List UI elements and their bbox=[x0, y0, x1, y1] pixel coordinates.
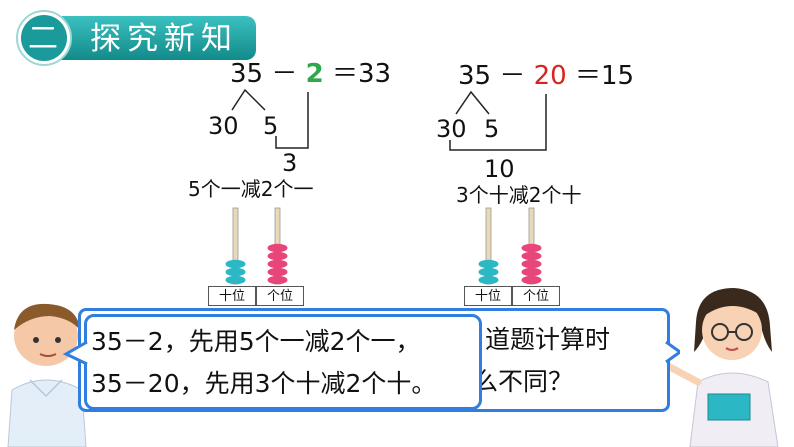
right-equation: 35 － 20 ＝15 bbox=[458, 62, 634, 90]
right-abacus bbox=[478, 207, 542, 285]
right-ones-label: 个位 bbox=[512, 286, 560, 306]
bubble-front-line2: 35－20，先用3个十减2个十。 bbox=[91, 369, 437, 398]
left-subtrahend: 2 bbox=[305, 59, 324, 89]
right-partial-result: 10 bbox=[484, 155, 515, 183]
left-tens-label: 十位 bbox=[208, 286, 256, 306]
left-abacus bbox=[225, 207, 288, 285]
right-subtrahend: 20 bbox=[533, 61, 567, 91]
left-minuend: 35 bbox=[230, 59, 264, 89]
right-minus: － bbox=[499, 61, 526, 91]
bubble-back-tail bbox=[665, 340, 680, 364]
right-result: 15 bbox=[601, 61, 635, 91]
left-ones-beads bbox=[267, 243, 288, 285]
left-tens-beads bbox=[225, 259, 246, 285]
boy-illustration bbox=[7, 303, 87, 447]
right-split-tens: 30 bbox=[436, 115, 467, 143]
girl-illustration bbox=[668, 288, 779, 447]
right-tens-beads bbox=[478, 259, 499, 285]
speech-bubble-front: 35－2，先用5个一减2个一， 35－20，先用3个十减2个十。 bbox=[84, 314, 482, 410]
left-split-ones: 5 bbox=[263, 112, 279, 140]
left-ones-label: 个位 bbox=[256, 286, 304, 306]
section-number: 二 bbox=[28, 21, 58, 56]
left-partial-result: 3 bbox=[282, 149, 298, 177]
bubble-back-line1: 道题计算时 bbox=[485, 325, 611, 354]
right-split-ones: 5 bbox=[484, 115, 500, 143]
right-equals: ＝ bbox=[575, 61, 602, 91]
left-equals: ＝ bbox=[332, 59, 359, 89]
left-equation: 35 － 2 ＝33 bbox=[230, 60, 391, 88]
left-split-tens: 30 bbox=[208, 112, 239, 140]
bubble-front-tail bbox=[62, 340, 88, 366]
left-result: 33 bbox=[358, 59, 392, 89]
left-minus: － bbox=[271, 59, 298, 89]
left-caption: 5个一减2个一 bbox=[188, 177, 314, 201]
right-tens-label: 十位 bbox=[464, 286, 512, 306]
right-minuend: 35 bbox=[458, 61, 492, 91]
section-title: 探究新知 bbox=[90, 21, 238, 57]
header-banner-shape bbox=[16, 10, 256, 66]
bubble-front-line1: 35－2，先用5个一减2个一， bbox=[91, 327, 421, 356]
right-ones-beads bbox=[521, 243, 542, 285]
section-header: 二 探究新知 bbox=[6, 10, 258, 66]
right-caption: 3个十减2个十 bbox=[456, 183, 582, 207]
bubble-back-line2: 么不同？ bbox=[473, 367, 574, 396]
